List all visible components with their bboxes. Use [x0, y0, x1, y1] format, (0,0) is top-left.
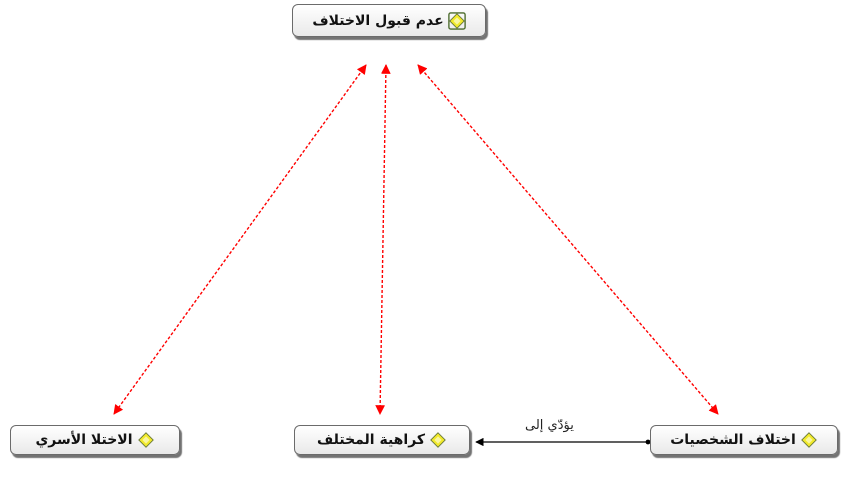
edge-label-leads-to: يؤدّي إلى — [525, 418, 574, 433]
node-family-imbalance[interactable]: الاختلا الأسري — [10, 425, 180, 455]
edge-top-to-right — [417, 64, 719, 415]
node-label: الاختلا الأسري — [35, 432, 133, 448]
node-hating-the-different[interactable]: كراهية المختلف — [294, 425, 470, 455]
diamond-icon — [447, 11, 466, 30]
edge-top-to-middle — [375, 64, 391, 415]
diamond-icon — [137, 432, 154, 448]
diamond-icon — [800, 432, 817, 448]
node-personality-differences[interactable]: اختلاف الشخصيات — [650, 425, 838, 455]
node-rejecting-difference[interactable]: عدم قبول الاختلاف — [292, 4, 486, 37]
diamond-icon — [430, 432, 446, 448]
edge-top-to-left — [113, 64, 367, 415]
node-label: عدم قبول الاختلاف — [312, 12, 444, 29]
node-label: كراهية المختلف — [316, 432, 426, 448]
node-label: اختلاف الشخصيات — [670, 432, 796, 448]
